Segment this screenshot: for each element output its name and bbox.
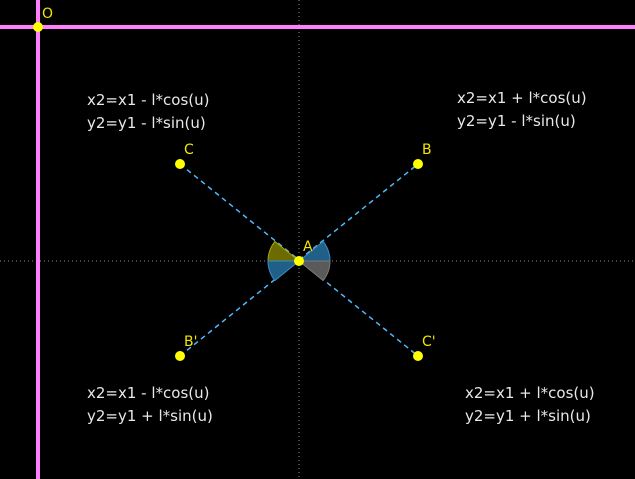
label-b-prime: B' (184, 334, 197, 350)
line-c-to-c-prime (179, 163, 419, 357)
line-b-prime-to-b (179, 163, 419, 357)
label-c: C (184, 142, 194, 158)
label-b: B (422, 142, 432, 158)
formula-line-x: x2=x1 + l*cos(u) (457, 89, 587, 107)
formula-bottom-left: x2=x1 - l*cos(u) y2=y1 + l*sin(u) (87, 382, 213, 428)
label-a: A (303, 239, 313, 255)
formula-line-x: x2=x1 - l*cos(u) (87, 384, 210, 402)
formula-line-y: y2=y1 - l*sin(u) (87, 114, 206, 132)
point-origin[interactable] (33, 22, 43, 32)
formula-line-y: y2=y1 - l*sin(u) (457, 112, 576, 130)
point-c-prime[interactable] (413, 351, 423, 361)
angle-arc-upper-left (267, 240, 301, 262)
formula-top-left: x2=x1 - l*cos(u) y2=y1 - l*sin(u) (87, 89, 209, 135)
formula-line-y: y2=y1 + l*sin(u) (465, 407, 591, 425)
formula-bottom-right: x2=x1 + l*cos(u) y2=y1 + l*sin(u) (465, 382, 595, 428)
formula-line-y: y2=y1 + l*sin(u) (87, 407, 213, 425)
label-c-prime: C' (422, 334, 436, 350)
angle-arc-lower-left (267, 260, 301, 282)
formula-top-right: x2=x1 + l*cos(u) y2=y1 - l*sin(u) (457, 87, 587, 133)
point-a[interactable] (294, 256, 304, 266)
label-origin: O (42, 6, 53, 22)
formula-line-x: x2=x1 - l*cos(u) (87, 91, 210, 109)
angle-arc-lower-right (297, 260, 331, 282)
point-b-prime[interactable] (175, 351, 185, 361)
point-c[interactable] (175, 159, 185, 169)
formula-line-x: x2=x1 + l*cos(u) (465, 384, 595, 402)
angle-arcs (267, 240, 331, 282)
point-b[interactable] (413, 159, 423, 169)
